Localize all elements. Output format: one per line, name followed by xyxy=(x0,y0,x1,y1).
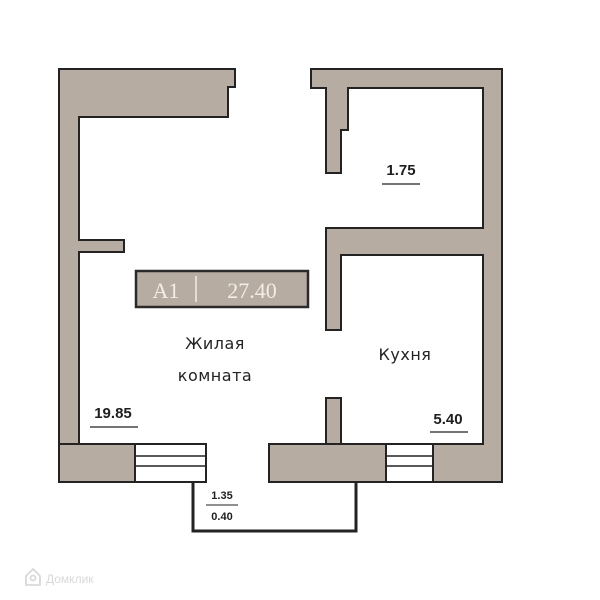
watermark-text: Домклик xyxy=(46,572,94,586)
apartment-code: A1 xyxy=(153,278,180,303)
balcony-area-top: 1.35 xyxy=(211,490,232,502)
wall-bottom-middle xyxy=(268,443,387,483)
room-label-kitchen: Кухня xyxy=(379,345,432,364)
room-area-bathroom: 1.75 xyxy=(386,162,415,179)
window-living xyxy=(134,443,207,483)
room-label-living-line1: Жилая xyxy=(185,334,245,353)
window-kitchen xyxy=(385,443,434,483)
balcony-area-bottom: 0.40 xyxy=(211,511,232,523)
wall-kitchen-stub xyxy=(325,397,342,445)
room-area-kitchen: 5.40 xyxy=(433,411,462,428)
apartment-total-area: 27.40 xyxy=(227,278,277,303)
room-area-living: 19.85 xyxy=(94,405,132,422)
domclick-logo-icon xyxy=(25,567,41,586)
apartment-badge: A1 27.40 xyxy=(134,269,310,309)
watermark: Домклик xyxy=(25,567,94,586)
room-label-living-line2: комната xyxy=(178,366,252,385)
balcony-outline xyxy=(191,482,358,533)
wall-bottom-left xyxy=(58,443,136,483)
wall-left-top xyxy=(58,68,236,445)
